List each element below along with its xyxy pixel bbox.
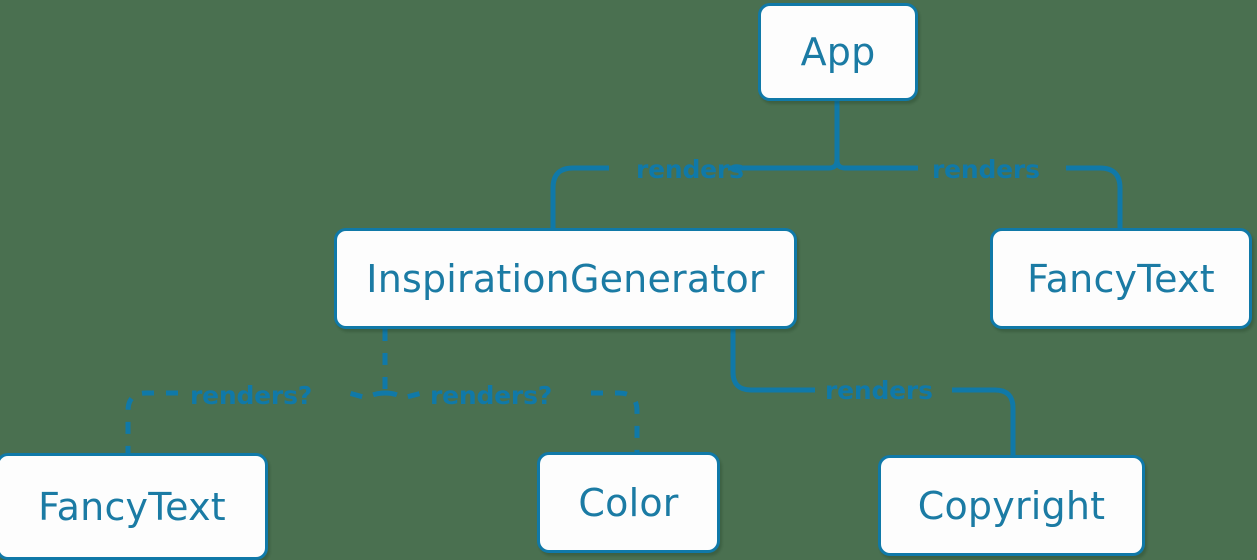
edge-label-app-to-fancy-text-right: renders — [932, 155, 1040, 184]
edge-inspiration-generator-to-copyright — [730, 329, 1016, 455]
node-fancy-text-bottom-label: FancyText — [38, 484, 226, 529]
edge-label-app-to-inspiration-generator: renders — [636, 155, 744, 184]
node-inspiration-generator-label: InspirationGenerator — [366, 256, 765, 301]
edge-label-inspiration-generator-to-fancy-text-bottom: renders? — [190, 381, 313, 410]
node-fancy-text-right[interactable]: FancyText — [990, 228, 1252, 329]
node-fancy-text-right-label: FancyText — [1027, 256, 1215, 301]
node-copyright[interactable]: Copyright — [878, 455, 1145, 556]
node-app-label: App — [800, 30, 876, 74]
node-inspiration-generator[interactable]: InspirationGenerator — [334, 228, 797, 329]
edge-app-to-fancy-text-right — [834, 159, 1123, 228]
node-fancy-text-bottom[interactable]: FancyText — [0, 453, 268, 560]
node-copyright-label: Copyright — [917, 483, 1106, 528]
edge-inspiration-generator-to-color — [384, 390, 640, 452]
edge-label-inspiration-generator-to-copyright: renders — [825, 376, 933, 405]
node-color-label: Color — [578, 480, 679, 525]
node-app[interactable]: App — [758, 3, 918, 101]
edge-inspiration-generator-to-fancy-text-bottom — [125, 390, 386, 453]
node-color[interactable]: Color — [537, 452, 720, 553]
edge-label-inspiration-generator-to-color: renders? — [430, 381, 553, 410]
